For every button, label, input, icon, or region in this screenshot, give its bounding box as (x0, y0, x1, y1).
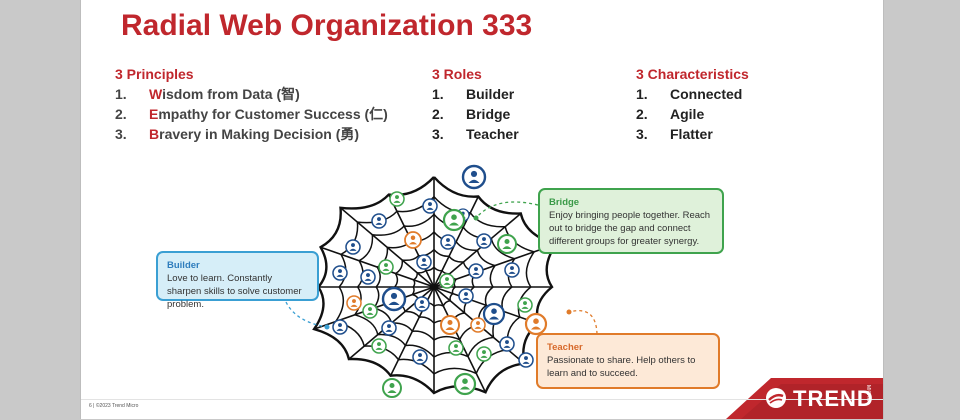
person-icon (497, 234, 517, 254)
principle-item: 2. Empathy for Customer Success (仁) (115, 104, 388, 124)
person-icon (470, 317, 486, 333)
person-icon (381, 286, 407, 312)
web-ring (353, 213, 516, 358)
web-people (332, 164, 548, 398)
person-icon (461, 164, 487, 190)
characteristics-heading: 3 Characteristics (636, 66, 749, 82)
connector-arrowhead (566, 309, 572, 315)
characteristic-number: 3. (636, 126, 648, 142)
characteristic-item: 2. Agile (636, 104, 749, 124)
principle-text: ravery in Making Decision (勇) (159, 126, 360, 142)
principle-number: 3. (115, 126, 127, 142)
role-number: 2. (432, 106, 444, 122)
bridge-callout: Bridge Enjoy bringing people together. R… (538, 188, 724, 254)
characteristic-label: Agile (670, 106, 705, 122)
person-icon (362, 303, 378, 319)
builder-callout: Builder Love to learn. Constantly sharpe… (156, 251, 319, 310)
person-icon (382, 378, 402, 398)
person-icon (439, 273, 455, 289)
person-icon (518, 352, 534, 368)
person-icon (404, 231, 422, 249)
person-icon (468, 263, 484, 279)
role-label: Teacher (466, 126, 519, 142)
roles-column: 3 Roles 1. Builder 2. Bridge 3. Teacher (432, 64, 519, 144)
page-title: Radial Web Organization 333 (121, 9, 533, 42)
principle-number: 1. (115, 86, 127, 102)
person-icon (504, 262, 520, 278)
principle-number: 2. (115, 106, 127, 122)
logo-wordmark: TREND (793, 386, 874, 411)
teacher-callout-title: Teacher (547, 342, 583, 353)
person-icon (345, 239, 361, 255)
person-icon (448, 340, 464, 356)
characteristic-item: 1. Connected (636, 84, 749, 104)
roles-heading: 3 Roles (432, 66, 482, 82)
person-icon (524, 312, 548, 336)
teacher-callout-text: Passionate to share. Help others to lear… (547, 355, 696, 379)
person-icon (482, 302, 506, 326)
characteristic-item: 3. Flatter (636, 124, 749, 144)
person-icon (371, 213, 387, 229)
callout-connector (475, 201, 539, 219)
person-icon (371, 338, 387, 354)
trend-ball-icon (766, 388, 786, 408)
role-number: 1. (432, 86, 444, 102)
principle-item: 3. Bravery in Making Decision (勇) (115, 124, 388, 144)
person-icon (414, 296, 430, 312)
characteristic-number: 1. (636, 86, 648, 102)
builder-callout-title: Builder (167, 260, 200, 271)
web-connectors (285, 201, 598, 335)
principle-text: mpathy for Customer Success (仁) (158, 106, 388, 122)
logo-subtext: MICRO (865, 385, 871, 402)
person-icon (476, 346, 492, 362)
person-icon (346, 295, 362, 311)
person-icon (440, 315, 460, 335)
person-icon (499, 336, 515, 352)
characteristic-label: Connected (670, 86, 743, 102)
bridge-callout-title: Bridge (549, 197, 580, 208)
principle-item: 1. Wisdom from Data (智) (115, 84, 388, 104)
principle-initial: W (149, 86, 163, 102)
person-icon (416, 254, 432, 270)
builder-callout-text: Love to learn. Constantly sharpen skills… (167, 273, 302, 310)
footer-text: 6 | ©2023 Trend Micro (89, 403, 139, 409)
connector-arrowhead (324, 324, 330, 330)
teacher-callout: Teacher Passionate to share. Help others… (536, 333, 720, 389)
characteristic-label: Flatter (670, 126, 713, 142)
role-label: Builder (466, 86, 515, 102)
characteristics-column: 3 Characteristics 1. Connected 2. Agile 3.… (636, 64, 749, 144)
person-icon (458, 288, 474, 304)
person-icon (378, 259, 394, 275)
characteristic-number: 2. (636, 106, 648, 122)
person-icon (442, 208, 466, 232)
role-item: 1. Builder (432, 84, 519, 104)
principle-text: isdom from Data (智) (162, 86, 300, 102)
role-label: Bridge (466, 106, 511, 122)
role-number: 3. (432, 126, 444, 142)
principles-column: 3 Principles 1. Wisdom from Data (智) 2. Em… (115, 64, 388, 144)
connector-arrowhead (473, 215, 479, 221)
person-icon (332, 265, 348, 281)
person-icon (422, 198, 438, 214)
principles-heading: 3 Principles (115, 66, 194, 82)
person-icon (389, 191, 405, 207)
bridge-callout-text: Enjoy bringing people together. Reach ou… (549, 210, 711, 247)
principle-initial: E (149, 106, 159, 122)
slide: Radial Web Organization 333 3 Principles… (80, 0, 884, 419)
role-item: 2. Bridge (432, 104, 519, 124)
person-icon (453, 372, 477, 396)
role-item: 3. Teacher (432, 124, 519, 144)
callout-connector (568, 310, 598, 335)
principle-initial: B (149, 126, 160, 142)
person-icon (476, 233, 492, 249)
person-icon (517, 297, 533, 313)
person-icon (381, 320, 397, 336)
person-icon (440, 234, 456, 250)
person-icon (332, 319, 348, 335)
footer-divider (81, 399, 883, 400)
spider-web-illustration (285, 164, 883, 419)
person-icon (360, 269, 376, 285)
person-icon (412, 349, 428, 365)
